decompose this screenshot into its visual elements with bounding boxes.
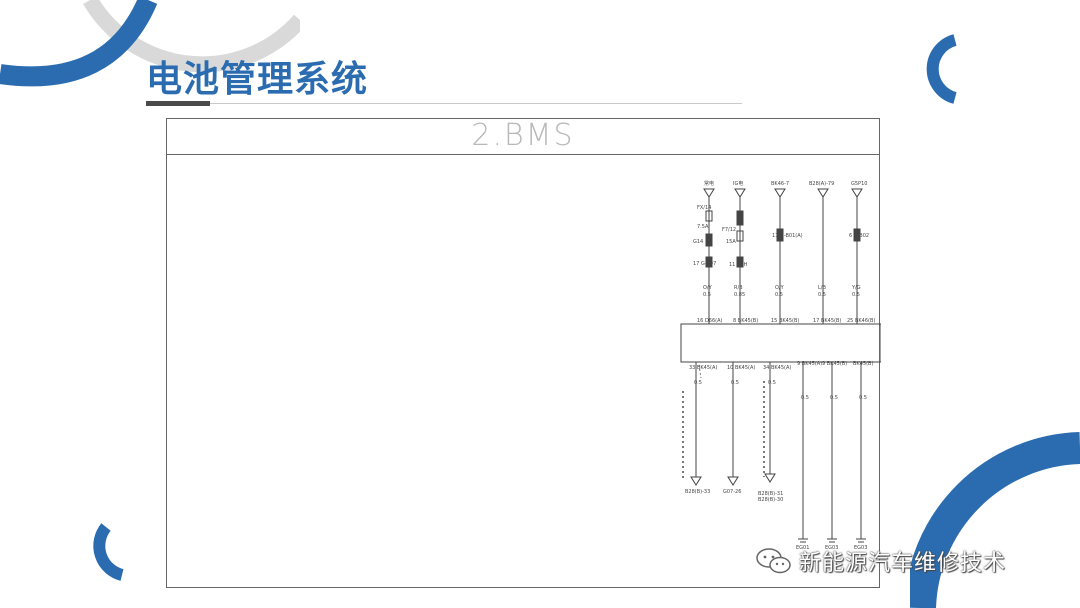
feed-4-pin: 17 BK45(B) — [813, 318, 841, 324]
feed-2-conn: 11 B2H — [729, 262, 748, 268]
diagram-title: 2.BMS — [471, 118, 575, 153]
output-2 — [727, 362, 739, 486]
output-3 — [763, 362, 776, 483]
output-2-pin: 10 BK45(A) — [727, 365, 755, 371]
feed-5 — [851, 188, 863, 324]
feed-3-size: 0.5 — [775, 292, 783, 298]
feed-2-size: 0.85 — [734, 292, 745, 298]
feed-5-pin: 25 BK46(B) — [847, 318, 875, 324]
feed-3-wire: O/Y — [775, 285, 785, 291]
feed-5-size: 0.5 — [852, 292, 860, 298]
title-underline-accent — [146, 101, 210, 106]
feed-5-source: G5P10 — [851, 181, 867, 187]
diagram-header: 2.BMS — [167, 119, 879, 155]
feed-3-source: BK46-7 — [771, 181, 789, 187]
diagram-frame: 2.BMS — [166, 118, 881, 588]
bms-wiring-schematic: 常电 FX/14 7.5A G14 17 G-B07 O/Y 0.5 16 D6… — [680, 180, 881, 551]
output-4-ground — [798, 362, 808, 543]
output-1-pin: 33 BK45(A) — [689, 365, 717, 371]
feed-3 — [774, 188, 786, 324]
feed-5-conn: 6 G-B02 — [849, 233, 869, 239]
output-5-ground — [827, 362, 837, 543]
feed-3-pin: 15 BK45(B) — [771, 318, 799, 324]
output-6-pin: BK45(B) — [853, 361, 873, 367]
feed-3-conn: 11 G-B01(A) — [772, 233, 803, 239]
output-6-ground — [856, 362, 866, 543]
output-5-dest: EG03 — [825, 545, 838, 551]
output-1-dest: B28(B)-33 — [685, 489, 710, 495]
bms-controller-box — [680, 323, 881, 363]
slide-title: 电池管理系统 — [146, 59, 369, 100]
output-5-size: 0.5 — [830, 395, 838, 401]
output-3-extra-dest: B28(B)-30 — [758, 497, 783, 503]
feed-1-rating: 7.5A — [697, 224, 709, 230]
watermark-text: 新能源汽车维修技术 — [799, 551, 1007, 576]
output-2-size: 0.5 — [731, 380, 739, 386]
feed-1-constant-power — [703, 188, 715, 324]
feed-1-source: 常电 — [704, 180, 714, 187]
feed-2-fuse: F7/12 — [722, 227, 736, 233]
feed-1-pin: 16 D66(A) — [697, 318, 723, 324]
feed-1-size: 0.5 — [703, 292, 711, 298]
feed-4-size: 0.5 — [818, 292, 826, 298]
output-6-size: 0.5 — [859, 395, 867, 401]
decorative-ring-bottom-right — [910, 432, 1080, 608]
title-underline — [210, 103, 742, 104]
output-4-pin: 9 BK45(A) — [797, 361, 822, 367]
feed-2-ignition-power — [734, 188, 746, 324]
feed-5-wire: Y/G — [851, 285, 861, 291]
output-2-dest: G07-26 — [723, 489, 741, 495]
output-1 — [682, 362, 702, 486]
decorative-arc-bottom-left — [93, 523, 124, 581]
feed-4-source: B28(A)-79 — [809, 181, 834, 187]
feed-1-conn: G14 — [693, 239, 703, 245]
output-3-pin: 34 BK45(A) — [763, 365, 791, 371]
feed-1-fuse: FX/14 — [697, 205, 711, 211]
output-5-pin: 9 BK45(B) — [822, 361, 847, 367]
output-3-size: 0.5 — [768, 380, 776, 386]
feed-2-wire: R/B — [734, 285, 743, 291]
feed-2-rating: 15A — [726, 239, 736, 245]
output-1-size: 0.5 — [694, 380, 702, 386]
feed-4-wire: L/B — [818, 285, 826, 291]
feed-1-wire: O/Y — [703, 285, 713, 291]
feed-4 — [817, 188, 829, 324]
output-4-size: 0.5 — [801, 395, 809, 401]
feed-2-pin: 8 BK45(B) — [733, 318, 758, 324]
decorative-arc-top-right — [926, 34, 957, 104]
decorative-ring-top-left — [0, 0, 300, 87]
output-3-dest: B28(B)-31 — [758, 491, 783, 497]
feed-1-conn2: 17 G-B07 — [693, 261, 716, 267]
output-6-dest: EG03 — [854, 545, 867, 551]
output-4-dest: EG01 — [796, 545, 809, 551]
wechat-icon — [756, 548, 791, 574]
watermark: 新能源汽车维修技术 — [755, 546, 1006, 576]
feed-2-source: IG电 — [733, 180, 743, 187]
